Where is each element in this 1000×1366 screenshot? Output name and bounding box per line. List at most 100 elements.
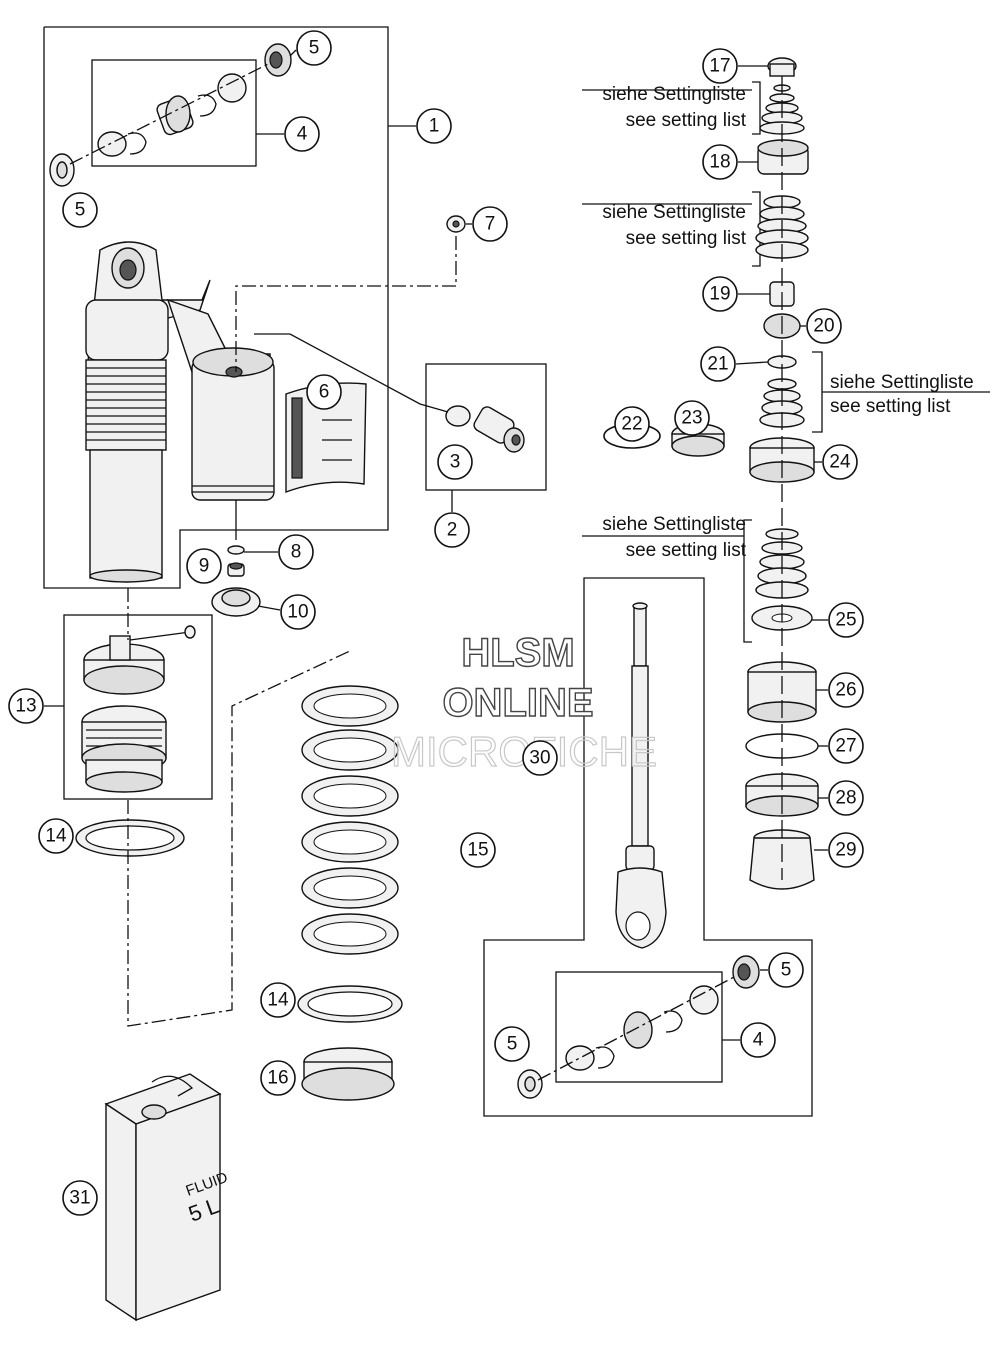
callout-2: 2 [434, 512, 470, 548]
callout-14-lower: 14 [260, 982, 296, 1018]
svg-text:19: 19 [709, 284, 730, 305]
callout-6: 6 [306, 374, 342, 410]
svg-text:3: 3 [450, 452, 461, 473]
svg-text:7: 7 [485, 214, 496, 235]
thread-lines [86, 367, 166, 441]
callout-3: 3 [437, 444, 473, 480]
svg-text:6: 6 [319, 382, 330, 403]
bracket-17 [752, 81, 761, 135]
callout-5-bottom-left: 5 [494, 1026, 530, 1062]
callout-5-top-left: 5 [62, 192, 98, 228]
callout-23: 23 [674, 400, 710, 436]
callout-15: 15 [460, 832, 496, 868]
note-17-en: see setting list [626, 110, 747, 131]
svg-text:20: 20 [813, 316, 834, 337]
spring-seat [301, 1047, 395, 1101]
svg-text:14: 14 [45, 826, 67, 847]
svg-text:29: 29 [835, 840, 856, 861]
callout-4-bottom: 4 [740, 1022, 776, 1058]
leader-lines [44, 49, 990, 1041]
svg-text:4: 4 [753, 1030, 764, 1051]
group-box-4-top [91, 59, 257, 167]
note-18-en: see setting list [626, 228, 747, 249]
group-box-15 [483, 577, 813, 1117]
svg-text:22: 22 [621, 414, 642, 435]
washer-14-lower [297, 985, 403, 1023]
svg-text:5: 5 [309, 38, 320, 59]
svg-text:2: 2 [447, 520, 458, 541]
setting-notes: siehe Settingliste see setting list sieh… [602, 84, 973, 561]
callout-5-bottom-right: 5 [768, 952, 804, 988]
piston-rod [615, 602, 667, 949]
svg-text:23: 23 [681, 408, 702, 429]
screw-7 [446, 215, 466, 233]
sticker [285, 382, 367, 494]
leader-3 [254, 333, 449, 413]
callout-22: 22 [614, 406, 650, 442]
callout-25: 25 [828, 602, 864, 638]
callout-29: 29 [828, 832, 864, 868]
svg-text:30: 30 [529, 748, 550, 769]
bracket-18 [752, 191, 761, 267]
group-box-2 [425, 363, 547, 491]
group-box-13 [63, 614, 213, 800]
bracket-21 [812, 351, 823, 433]
svg-text:31: 31 [69, 1188, 90, 1209]
svg-text:5: 5 [507, 1034, 518, 1055]
svg-text:27: 27 [835, 736, 856, 757]
svg-text:15: 15 [467, 840, 488, 861]
svg-text:13: 13 [15, 696, 36, 717]
note-18-de: siehe Settingliste [602, 202, 746, 223]
shock-body [85, 241, 275, 583]
svg-text:14: 14 [267, 990, 289, 1011]
note-25-en: see setting list [626, 540, 747, 561]
callout-17: 17 [702, 48, 738, 84]
axis-spring [127, 649, 353, 1027]
callout-9: 9 [186, 548, 222, 584]
bearing-assembly-bottom [517, 955, 760, 1099]
svg-text:10: 10 [287, 602, 308, 623]
callout-28: 28 [828, 780, 864, 816]
svg-text:18: 18 [709, 152, 730, 173]
svg-text:26: 26 [835, 680, 856, 701]
axis-7 [235, 236, 457, 372]
svg-text:16: 16 [267, 1068, 288, 1089]
svg-text:8: 8 [291, 542, 302, 563]
note-17-de: siehe Settingliste [602, 84, 746, 105]
callout-26: 26 [828, 672, 864, 708]
callout-5-top-right: 5 [296, 30, 332, 66]
spring [301, 685, 399, 955]
note-21-en: see setting list [830, 396, 951, 417]
svg-text:17: 17 [709, 56, 730, 77]
svg-text:28: 28 [835, 788, 856, 809]
svg-text:5: 5 [75, 200, 86, 221]
note-25-de: siehe Settingliste [602, 514, 746, 535]
callout-27: 27 [828, 728, 864, 764]
washer-14-upper [75, 819, 185, 857]
callout-4-top: 4 [284, 116, 320, 152]
svg-text:4: 4 [297, 124, 308, 145]
bracket-25 [743, 519, 752, 643]
callout-24: 24 [822, 444, 858, 480]
callout-13: 13 [8, 688, 44, 724]
valve-8-9-10 [211, 545, 261, 617]
fluid-can: FLUID 5 L [104, 1073, 230, 1322]
svg-text:5: 5 [781, 960, 792, 981]
group-box-4-bottom [555, 971, 723, 1083]
callout-16: 16 [260, 1060, 296, 1096]
valve-assembly [445, 405, 525, 453]
svg-text:24: 24 [829, 452, 851, 473]
group-box-1 [43, 26, 389, 589]
watermark-line-1: HLSM [461, 631, 574, 675]
callout-7: 7 [472, 206, 508, 242]
callout-21: 21 [700, 346, 736, 382]
svg-text:25: 25 [835, 610, 856, 631]
callout-31: 31 [62, 1180, 98, 1216]
svg-text:9: 9 [199, 556, 210, 577]
preload-adjuster [81, 625, 196, 793]
callout-10: 10 [280, 594, 316, 630]
bearing-assembly-top [49, 43, 292, 187]
callout-19: 19 [702, 276, 738, 312]
